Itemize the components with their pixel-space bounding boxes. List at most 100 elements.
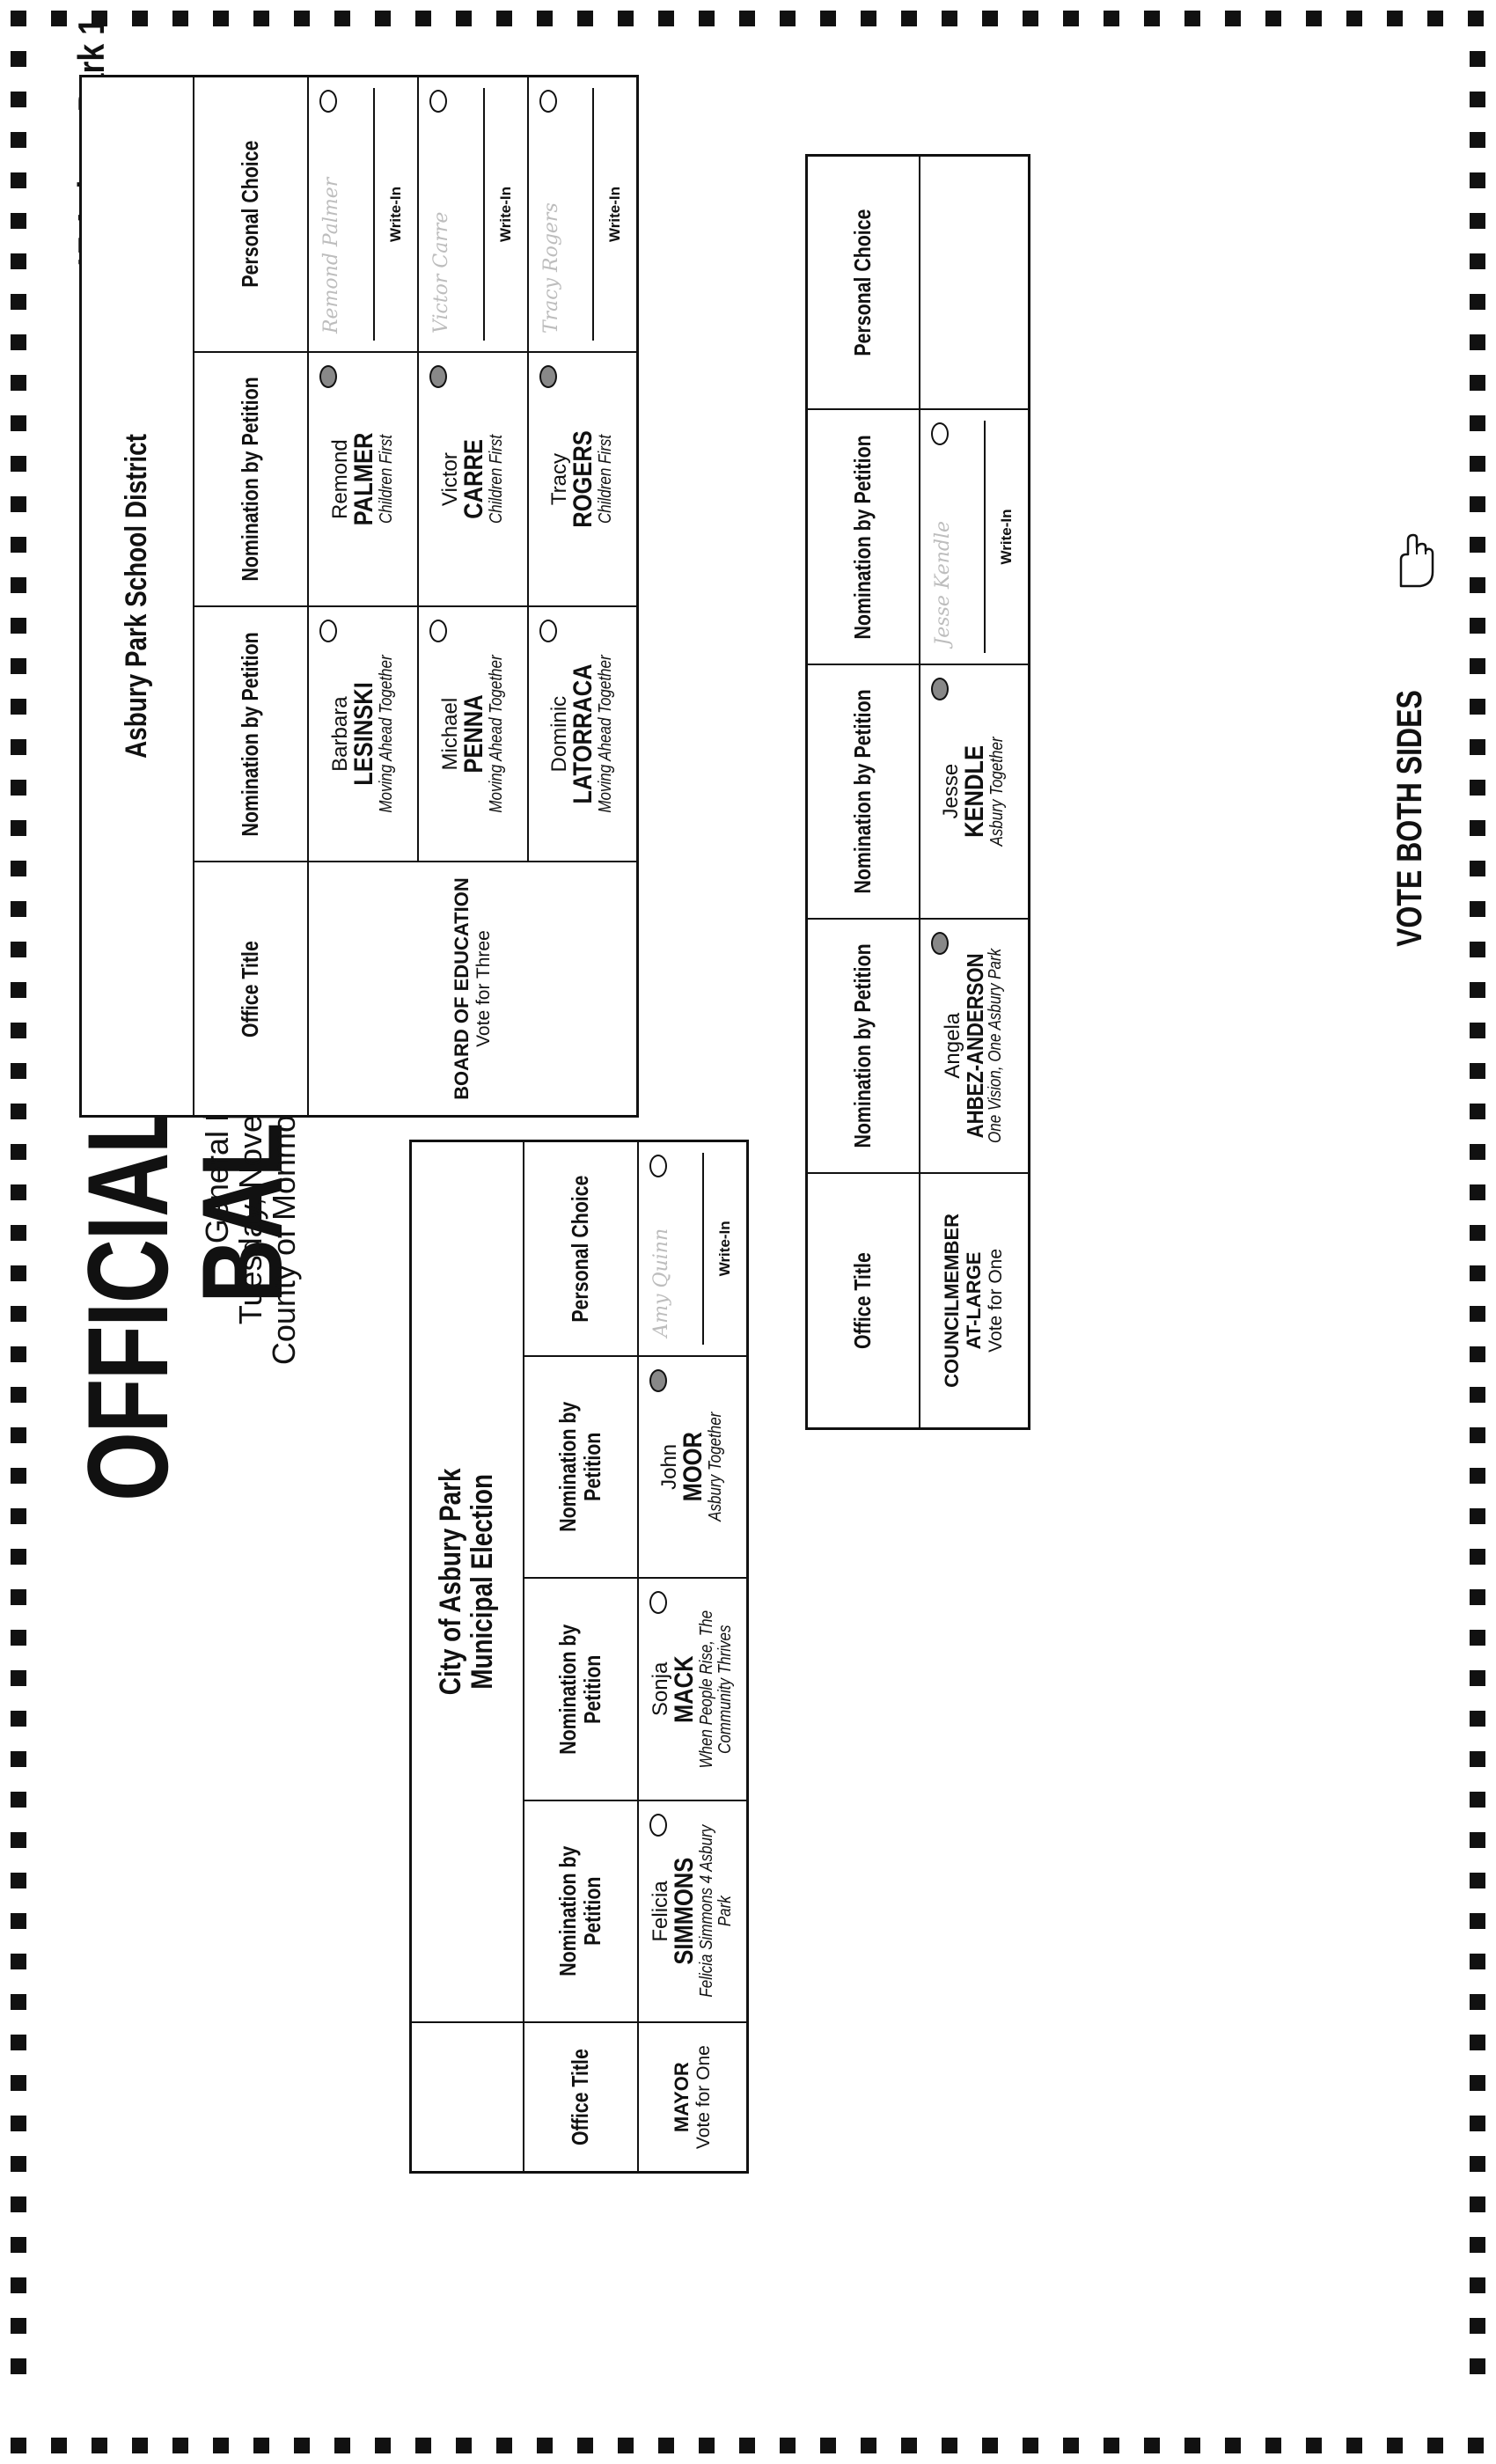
border-dash <box>11 982 26 998</box>
vote-oval[interactable] <box>429 90 447 113</box>
candidate-kendle[interactable]: Jesse KENDLE Asbury Together <box>919 664 1030 919</box>
border-dash <box>11 2156 26 2172</box>
border-dash <box>901 2438 917 2453</box>
writein-board-2[interactable]: Victor Carre Write-In <box>417 76 528 353</box>
border-dash <box>658 2438 674 2453</box>
border-dash <box>1470 1063 1485 1079</box>
border-dash <box>1427 11 1443 26</box>
border-dash <box>11 1711 26 1727</box>
vote-oval[interactable] <box>930 422 949 446</box>
border-dash <box>11 1225 26 1241</box>
border-dash <box>1470 2156 1485 2172</box>
writein-board-3[interactable]: Tracy Rogers Write-In <box>527 76 638 353</box>
candidate-rogers[interactable]: Tracy ROGERS Children First <box>527 352 638 607</box>
writein-line <box>702 1153 704 1345</box>
border-dash <box>456 11 472 26</box>
candidate-moor[interactable]: John MOOR Asbury Together <box>637 1355 748 1579</box>
vote-oval[interactable] <box>429 620 447 643</box>
candidate-palmer[interactable]: Remond PALMER Children First <box>307 352 418 607</box>
border-dash <box>11 1832 26 1848</box>
writein-mayor[interactable]: Amy Quinn Write-In <box>637 1140 748 1356</box>
border-dash <box>132 11 148 26</box>
border-dash <box>11 2196 26 2212</box>
border-dash <box>11 1104 26 1119</box>
col-header-personal-choice: Personal Choice <box>193 76 308 353</box>
vote-oval[interactable] <box>649 1155 667 1177</box>
vote-oval[interactable] <box>539 90 557 113</box>
vote-oval-filled[interactable] <box>539 365 557 389</box>
border-dash <box>861 11 876 26</box>
border-dash <box>1470 2035 1485 2050</box>
border-dash <box>11 1063 26 1079</box>
border-dash <box>11 1387 26 1403</box>
border-dash <box>11 2237 26 2253</box>
writein-label: Write-In <box>606 187 623 242</box>
vote-oval-filled[interactable] <box>649 1368 667 1392</box>
vote-oval[interactable] <box>319 90 337 113</box>
border-dash <box>253 2438 269 2453</box>
border-dash <box>172 2438 188 2453</box>
municipal-title-line2: Municipal Election <box>465 1474 499 1690</box>
border-dash <box>92 2438 107 2453</box>
border-dash <box>739 2438 755 2453</box>
vote-oval[interactable] <box>539 620 557 643</box>
border-dash <box>11 2358 26 2374</box>
candidate-lesinski[interactable]: Barbara LESINSKI Moving Ahead Together <box>307 606 418 862</box>
col-header-nomination: Nomination by Petition <box>193 352 308 607</box>
border-dash <box>1470 2237 1485 2253</box>
col-header-nomination: Nomination by Petition <box>193 606 308 862</box>
border-dash <box>1427 2438 1443 2453</box>
councilmember-table: Office Title Nomination by Petition Nomi… <box>805 154 1030 1430</box>
border-dash <box>1470 1630 1485 1646</box>
writein-label: Write-In <box>998 509 1015 565</box>
border-dash <box>1265 2438 1281 2453</box>
border-dash <box>1387 11 1403 26</box>
vote-oval[interactable] <box>649 1813 667 1837</box>
border-dash <box>942 2438 957 2453</box>
office-councilmember: COUNCILMEMBER AT-LARGE Vote for One <box>919 1172 1030 1429</box>
border-dash <box>11 1873 26 1888</box>
border-dash <box>1470 456 1485 472</box>
vote-oval[interactable] <box>319 620 337 643</box>
border-dash <box>1306 11 1322 26</box>
border-dash <box>1470 496 1485 512</box>
border-dash <box>172 11 188 26</box>
candidate-simmons[interactable]: Felicia SIMMONS Felicia Simmons 4 Asbury… <box>637 1800 748 2023</box>
vote-oval[interactable] <box>649 1591 667 1615</box>
vote-oval-filled[interactable] <box>930 677 949 700</box>
writein-line <box>482 88 485 341</box>
border-dash <box>11 820 26 836</box>
border-dash <box>1144 11 1160 26</box>
border-dash <box>1470 780 1485 796</box>
border-dash <box>11 1751 26 1767</box>
candidate-penna[interactable]: Michael PENNA Moving Ahead Together <box>417 606 528 862</box>
border-dash <box>1225 2438 1241 2453</box>
border-dash <box>1470 2318 1485 2334</box>
vote-oval-filled[interactable] <box>429 365 447 389</box>
border-dash <box>11 375 26 391</box>
border-dash <box>1470 1832 1485 1848</box>
border-dash <box>1470 1306 1485 1322</box>
border-dash <box>1470 1589 1485 1605</box>
border-dash <box>618 11 634 26</box>
col-header-nomination: Nomination by Petition <box>806 409 920 664</box>
border-dash <box>1470 132 1485 148</box>
candidate-latorraca[interactable]: Dominic LATORRACA Moving Ahead Together <box>527 606 638 862</box>
border-dash <box>1470 2196 1485 2212</box>
candidate-mack[interactable]: Sonja MACK When People Rise, The Communi… <box>637 1578 748 1800</box>
border-dash <box>11 699 26 715</box>
school-district-table: Asbury Park School District Office Title… <box>79 75 639 1118</box>
border-dash <box>1470 1994 1485 2010</box>
border-dash <box>11 1468 26 1484</box>
border-dash <box>1470 51 1485 67</box>
candidate-carre[interactable]: Victor CARRE Children First <box>417 352 528 607</box>
writein-line <box>592 88 594 341</box>
vote-oval-filled[interactable] <box>319 365 337 389</box>
vote-oval-filled[interactable] <box>930 931 949 955</box>
col-header-nomination: Nomination by Petition <box>806 918 920 1173</box>
border-dash <box>11 1549 26 1565</box>
candidate-ahbez-anderson[interactable]: Angela AHBEZ-ANDERSON One Vision, One As… <box>919 918 1030 1173</box>
writein-board-1[interactable]: Remond Palmer Write-In <box>307 76 418 353</box>
writein-council[interactable]: Jesse Kendle Write-In <box>919 409 1030 664</box>
